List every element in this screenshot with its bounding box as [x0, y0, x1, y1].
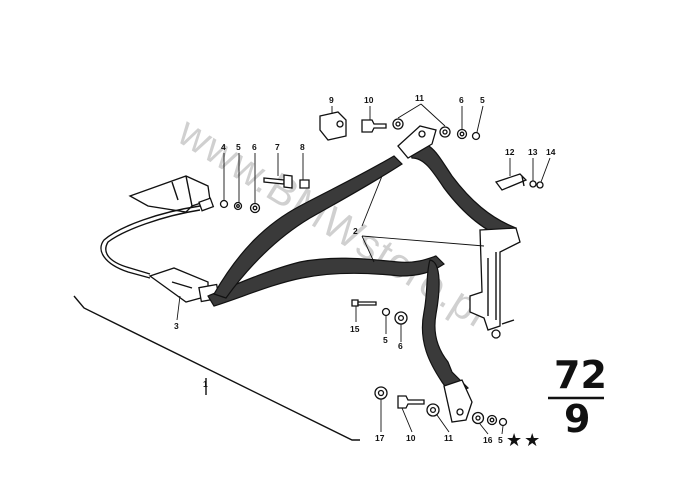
callout-3: 3	[174, 321, 179, 331]
hardware-group-upper-left	[219, 174, 310, 214]
anchor-cover-part	[128, 175, 215, 213]
callout-13: 13	[528, 147, 538, 157]
star-symbols: ★★	[506, 430, 542, 451]
belt-cable-inner	[105, 209, 201, 275]
callout-11-bottom: 11	[444, 433, 453, 443]
callout-14: 14	[546, 147, 556, 157]
lower-anchor-plate	[443, 379, 473, 423]
callout-6-middle: 6	[398, 341, 403, 351]
upper-anchor-plate	[397, 125, 437, 159]
group-number: 72	[554, 353, 607, 397]
callout-5-bottom: 5	[498, 435, 503, 445]
hardware-group-middle	[351, 299, 408, 325]
callout-15: 15	[350, 324, 360, 334]
sheet-number: 9	[564, 397, 590, 441]
callout-9: 9	[329, 95, 334, 105]
hardware-group-right	[494, 173, 544, 191]
callout-17: 17	[375, 433, 385, 443]
callout-5-top: 5	[480, 95, 485, 105]
assembly-bracket-lines	[73, 295, 360, 441]
page-reference: 72 9	[548, 353, 607, 441]
callout-6-top: 6	[459, 95, 464, 105]
callout-labels: 1 2 3 4 5 6 7 8 9 10 11 6 5 12 13 14 15 …	[174, 93, 556, 445]
hardware-group-top	[319, 111, 481, 141]
callout-5-middle: 5	[383, 335, 388, 345]
retractor-bracket-part	[469, 227, 521, 339]
hardware-group-bottom	[374, 386, 508, 427]
callout-2: 2	[353, 226, 358, 236]
callout-10-bottom: 10	[406, 433, 416, 443]
callout-8: 8	[300, 142, 305, 152]
callout-16: 16	[483, 435, 493, 445]
callout-1: 1	[203, 379, 208, 389]
belt-cable	[100, 205, 201, 279]
callout-7: 7	[275, 142, 280, 152]
callout-leader-lines	[176, 103, 551, 435]
callout-6-upper-left: 6	[252, 142, 257, 152]
callout-11-top: 11	[415, 93, 424, 103]
callout-5-upper-left: 5	[236, 142, 241, 152]
callout-4: 4	[221, 142, 226, 152]
callout-10-top: 10	[364, 95, 374, 105]
callout-12: 12	[505, 147, 515, 157]
